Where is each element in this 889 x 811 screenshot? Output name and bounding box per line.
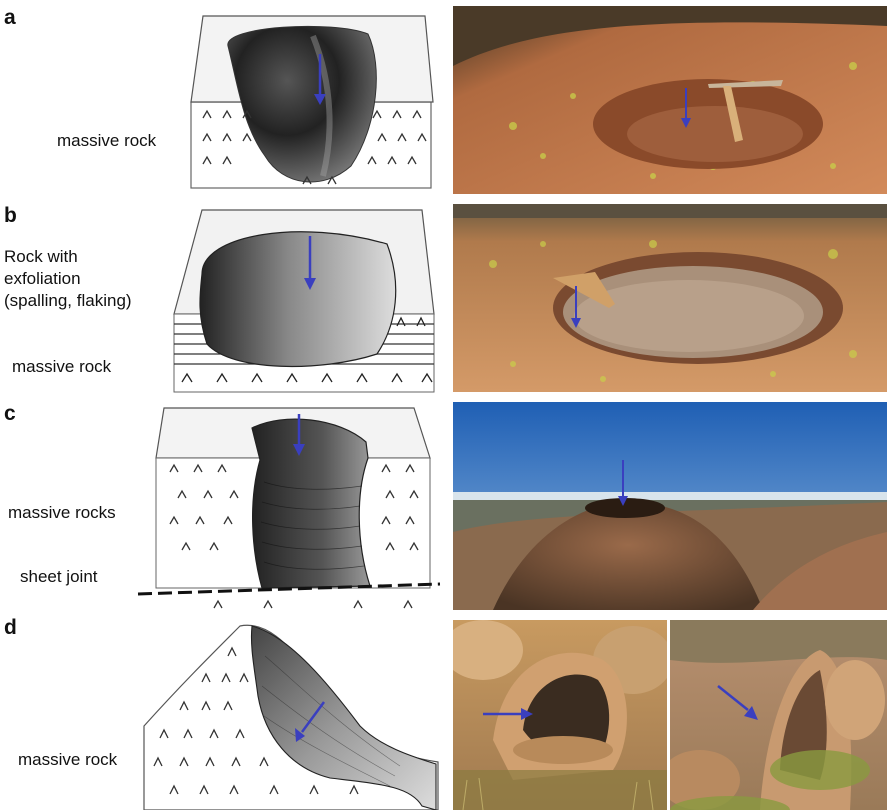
label-massive-rock-b: massive rock bbox=[12, 356, 111, 377]
label-exfoliation: exfoliation bbox=[4, 268, 81, 289]
label-massive-rock-a: massive rock bbox=[57, 130, 156, 151]
label-sheet-joint: sheet joint bbox=[20, 566, 98, 587]
photo-b bbox=[453, 204, 887, 392]
photo-a bbox=[453, 6, 887, 194]
label-rock-with: Rock with bbox=[4, 246, 78, 267]
photo-d-right bbox=[670, 620, 887, 810]
panel-letter-c: c bbox=[4, 402, 16, 426]
sketch-c bbox=[134, 402, 444, 612]
panel-letter-d: d bbox=[4, 616, 17, 640]
panel-letter-a: a bbox=[4, 6, 16, 30]
photo-d-left bbox=[453, 620, 667, 810]
sketch-d bbox=[140, 616, 440, 810]
label-massive-rocks: massive rocks bbox=[8, 502, 116, 523]
photo-c bbox=[453, 402, 887, 610]
sketch-b bbox=[172, 204, 444, 396]
label-spalling-flaking: (spalling, flaking) bbox=[4, 290, 132, 311]
sketch-a bbox=[183, 6, 445, 192]
panel-letter-b: b bbox=[4, 204, 17, 228]
label-massive-rock-d: massive rock bbox=[18, 749, 117, 770]
